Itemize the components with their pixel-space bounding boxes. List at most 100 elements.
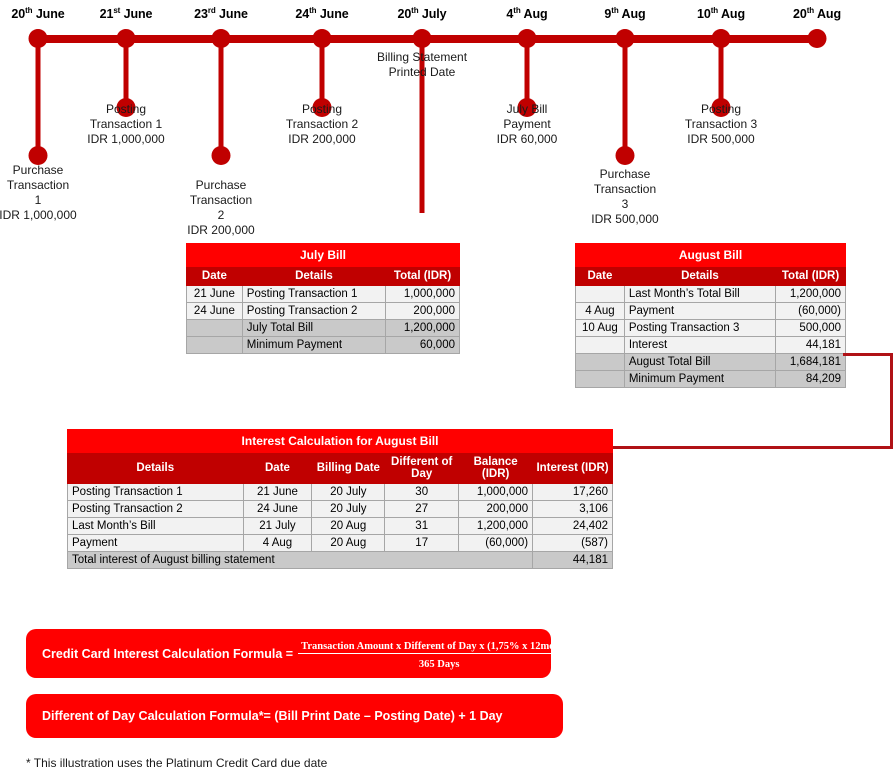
timeline-event-dot[interactable] <box>116 98 136 117</box>
table-cell: 84,209 <box>775 370 846 388</box>
interest-formula-fraction: Transaction Amount x Different of Day x … <box>298 636 581 672</box>
table-cell: 24,402 <box>532 517 613 535</box>
table-cell: 44,181 <box>775 336 846 354</box>
table-cell: 24 June <box>186 302 243 320</box>
table-cell: 1,200,000 <box>385 319 460 337</box>
table-cell: (60,000) <box>458 534 534 552</box>
table-cell: 24 June <box>242 500 313 518</box>
timeline-event-dot[interactable] <box>211 146 231 165</box>
interest-calc-column-header: Balance (IDR) <box>458 452 534 484</box>
different-of-day-formula-text: Different of Day Calculation Formula*= (… <box>42 709 503 723</box>
timeline-event-line: 1 <box>34 193 42 207</box>
timeline-event-line: Transaction 1 <box>89 117 163 131</box>
table-cell: Interest <box>623 336 777 354</box>
timeline-date-label: 10th Aug <box>697 6 745 22</box>
table-cell: (587) <box>532 534 613 552</box>
table-cell: 17 <box>384 534 460 552</box>
table-cell: 20 Aug <box>311 517 386 535</box>
table-cell: 3,106 <box>532 500 613 518</box>
timeline-event-line: IDR 500,000 <box>591 212 659 226</box>
table-cell: Posting Transaction 1 <box>241 285 387 303</box>
timeline-event-line: 3 <box>621 197 629 211</box>
timeline-event-line: Transaction <box>189 193 253 207</box>
interest-formula-box: Credit Card Interest Calculation Formula… <box>26 629 581 678</box>
table-cell: 60,000 <box>385 336 460 354</box>
timeline-date-label: 20th Aug <box>793 6 841 22</box>
table-cell <box>575 336 625 354</box>
timeline-stem <box>35 38 41 156</box>
table-cell: (60,000) <box>775 302 846 320</box>
interest-calc-column-header: Details <box>67 452 244 484</box>
timeline-event-dot[interactable] <box>312 98 332 117</box>
table-cell: Minimum Payment <box>241 336 387 354</box>
interest-calc-column-header: Interest (IDR) <box>532 452 613 484</box>
table-cell <box>186 319 243 337</box>
timeline-stem <box>419 38 425 213</box>
timeline-event-line: Purchase <box>599 167 651 181</box>
timeline-event-dot[interactable] <box>615 146 635 165</box>
july-bill-column-header: Date <box>186 266 243 286</box>
table-cell: 10 Aug <box>575 319 625 337</box>
timeline-stem <box>123 38 129 108</box>
table-cell <box>186 336 243 354</box>
timeline-event-line: Printed Date <box>388 65 456 79</box>
table-cell: Posting Transaction 2 <box>67 500 244 518</box>
timeline-event-dot[interactable] <box>517 98 537 117</box>
timeline-event-line: Transaction 3 <box>684 117 758 131</box>
table-cell: 1,000,000 <box>458 483 534 501</box>
timeline-event-dot[interactable] <box>28 146 48 165</box>
table-cell: 21 July <box>242 517 313 535</box>
connector-interest-link <box>843 353 893 449</box>
july-bill-column-header: Details <box>241 266 387 286</box>
timeline-event-line: Transaction 2 <box>285 117 359 131</box>
table-cell: 500,000 <box>775 319 846 337</box>
table-cell: Last Month’s Bill <box>67 517 244 535</box>
timeline-event-line: Purchase <box>12 163 64 177</box>
table-cell: Posting Transaction 3 <box>623 319 777 337</box>
timeline-event-line: IDR 1,000,000 <box>87 132 165 146</box>
timeline-node-dot[interactable] <box>807 29 827 48</box>
table-cell <box>575 285 625 303</box>
timeline-event-dot[interactable] <box>711 98 731 117</box>
interest-calc-column-header: Billing Date <box>311 452 386 484</box>
timeline-event-line: Payment <box>503 117 551 131</box>
timeline-event-line: Billing Statement <box>376 50 468 64</box>
table-cell: Minimum Payment <box>623 370 777 388</box>
timeline-event-line: IDR 500,000 <box>687 132 755 146</box>
timeline-event-line: Posting <box>105 102 147 116</box>
interest-formula-numerator: Transaction Amount x Different of Day x … <box>298 640 581 654</box>
timeline-event-line: Purchase <box>195 178 247 192</box>
timeline-event-line: IDR 60,000 <box>496 132 558 146</box>
interest-formula-label: Credit Card Interest Calculation Formula… <box>42 646 294 661</box>
timeline-stem <box>218 38 224 156</box>
table-cell: 20 July <box>311 483 386 501</box>
timeline-event-line: Posting <box>301 102 343 116</box>
timeline-date-label: 20th July <box>397 6 447 22</box>
timeline-stem <box>524 38 530 108</box>
timeline-date-label: 21st June <box>99 6 153 22</box>
july-bill-title: July Bill <box>186 243 460 267</box>
interest-calc-column-header: Different of Day <box>384 452 460 484</box>
interest-calc-total-label: Total interest of August billing stateme… <box>66 551 534 569</box>
